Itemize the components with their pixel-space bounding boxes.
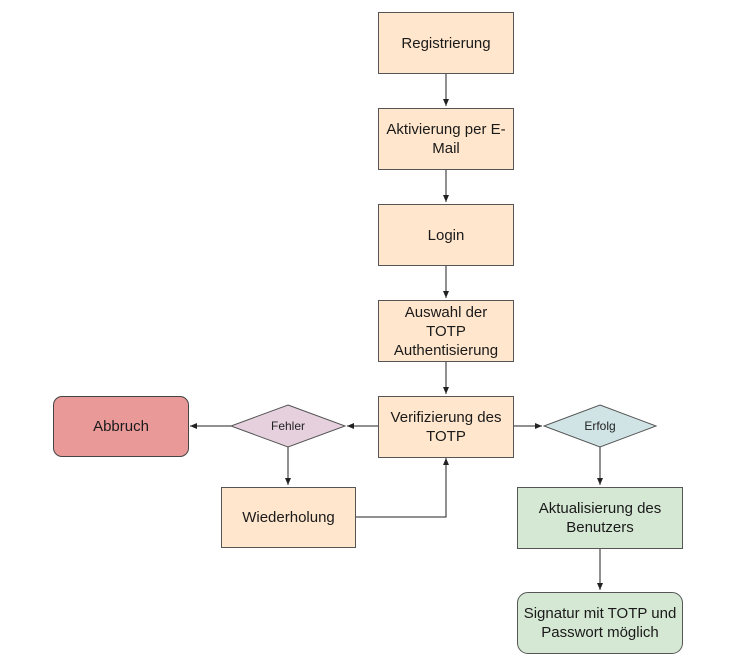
node-abbruch-label: Abbruch <box>93 418 149 435</box>
node-aktivierung-label: Aktivierung per E-Mail <box>386 121 506 157</box>
node-signatur: Signatur mit TOTP und Passwort möglich <box>517 592 683 654</box>
node-login-label: Login <box>427 226 465 244</box>
node-login: Login <box>378 204 514 266</box>
node-auswahl-label: Auswahl der TOTP Authentisierung <box>393 303 499 359</box>
edge-wiederholung-verifizierung <box>356 458 449 518</box>
node-aktualisierung-label: Aktualisierung des Benutzers <box>538 500 662 536</box>
erfolg-label: Erfolg <box>584 419 616 433</box>
node-registrierung-label: Registrierung <box>401 34 491 52</box>
node-verifizierung-label: Verifizierung des TOTP <box>390 409 502 445</box>
node-signatur-label: Signatur mit TOTP und Passwort möglich <box>523 605 677 641</box>
node-auswahl: Auswahl der TOTP Authentisierung <box>378 300 514 362</box>
node-aktivierung: Aktivierung per E-Mail <box>378 108 514 170</box>
node-wiederholung-label: Wiederholung <box>242 509 335 526</box>
node-wiederholung: Wiederholung <box>221 487 356 548</box>
node-verifizierung: Verifizierung des TOTP <box>378 396 514 458</box>
node-registrierung: Registrierung <box>378 12 514 74</box>
node-abbruch: Abbruch <box>53 396 189 457</box>
fehler-label-box: Fehler <box>246 416 330 436</box>
node-aktualisierung: Aktualisierung des Benutzers <box>517 487 683 549</box>
fehler-label: Fehler <box>270 419 305 433</box>
erfolg-label-box: Erfolg <box>558 416 642 436</box>
